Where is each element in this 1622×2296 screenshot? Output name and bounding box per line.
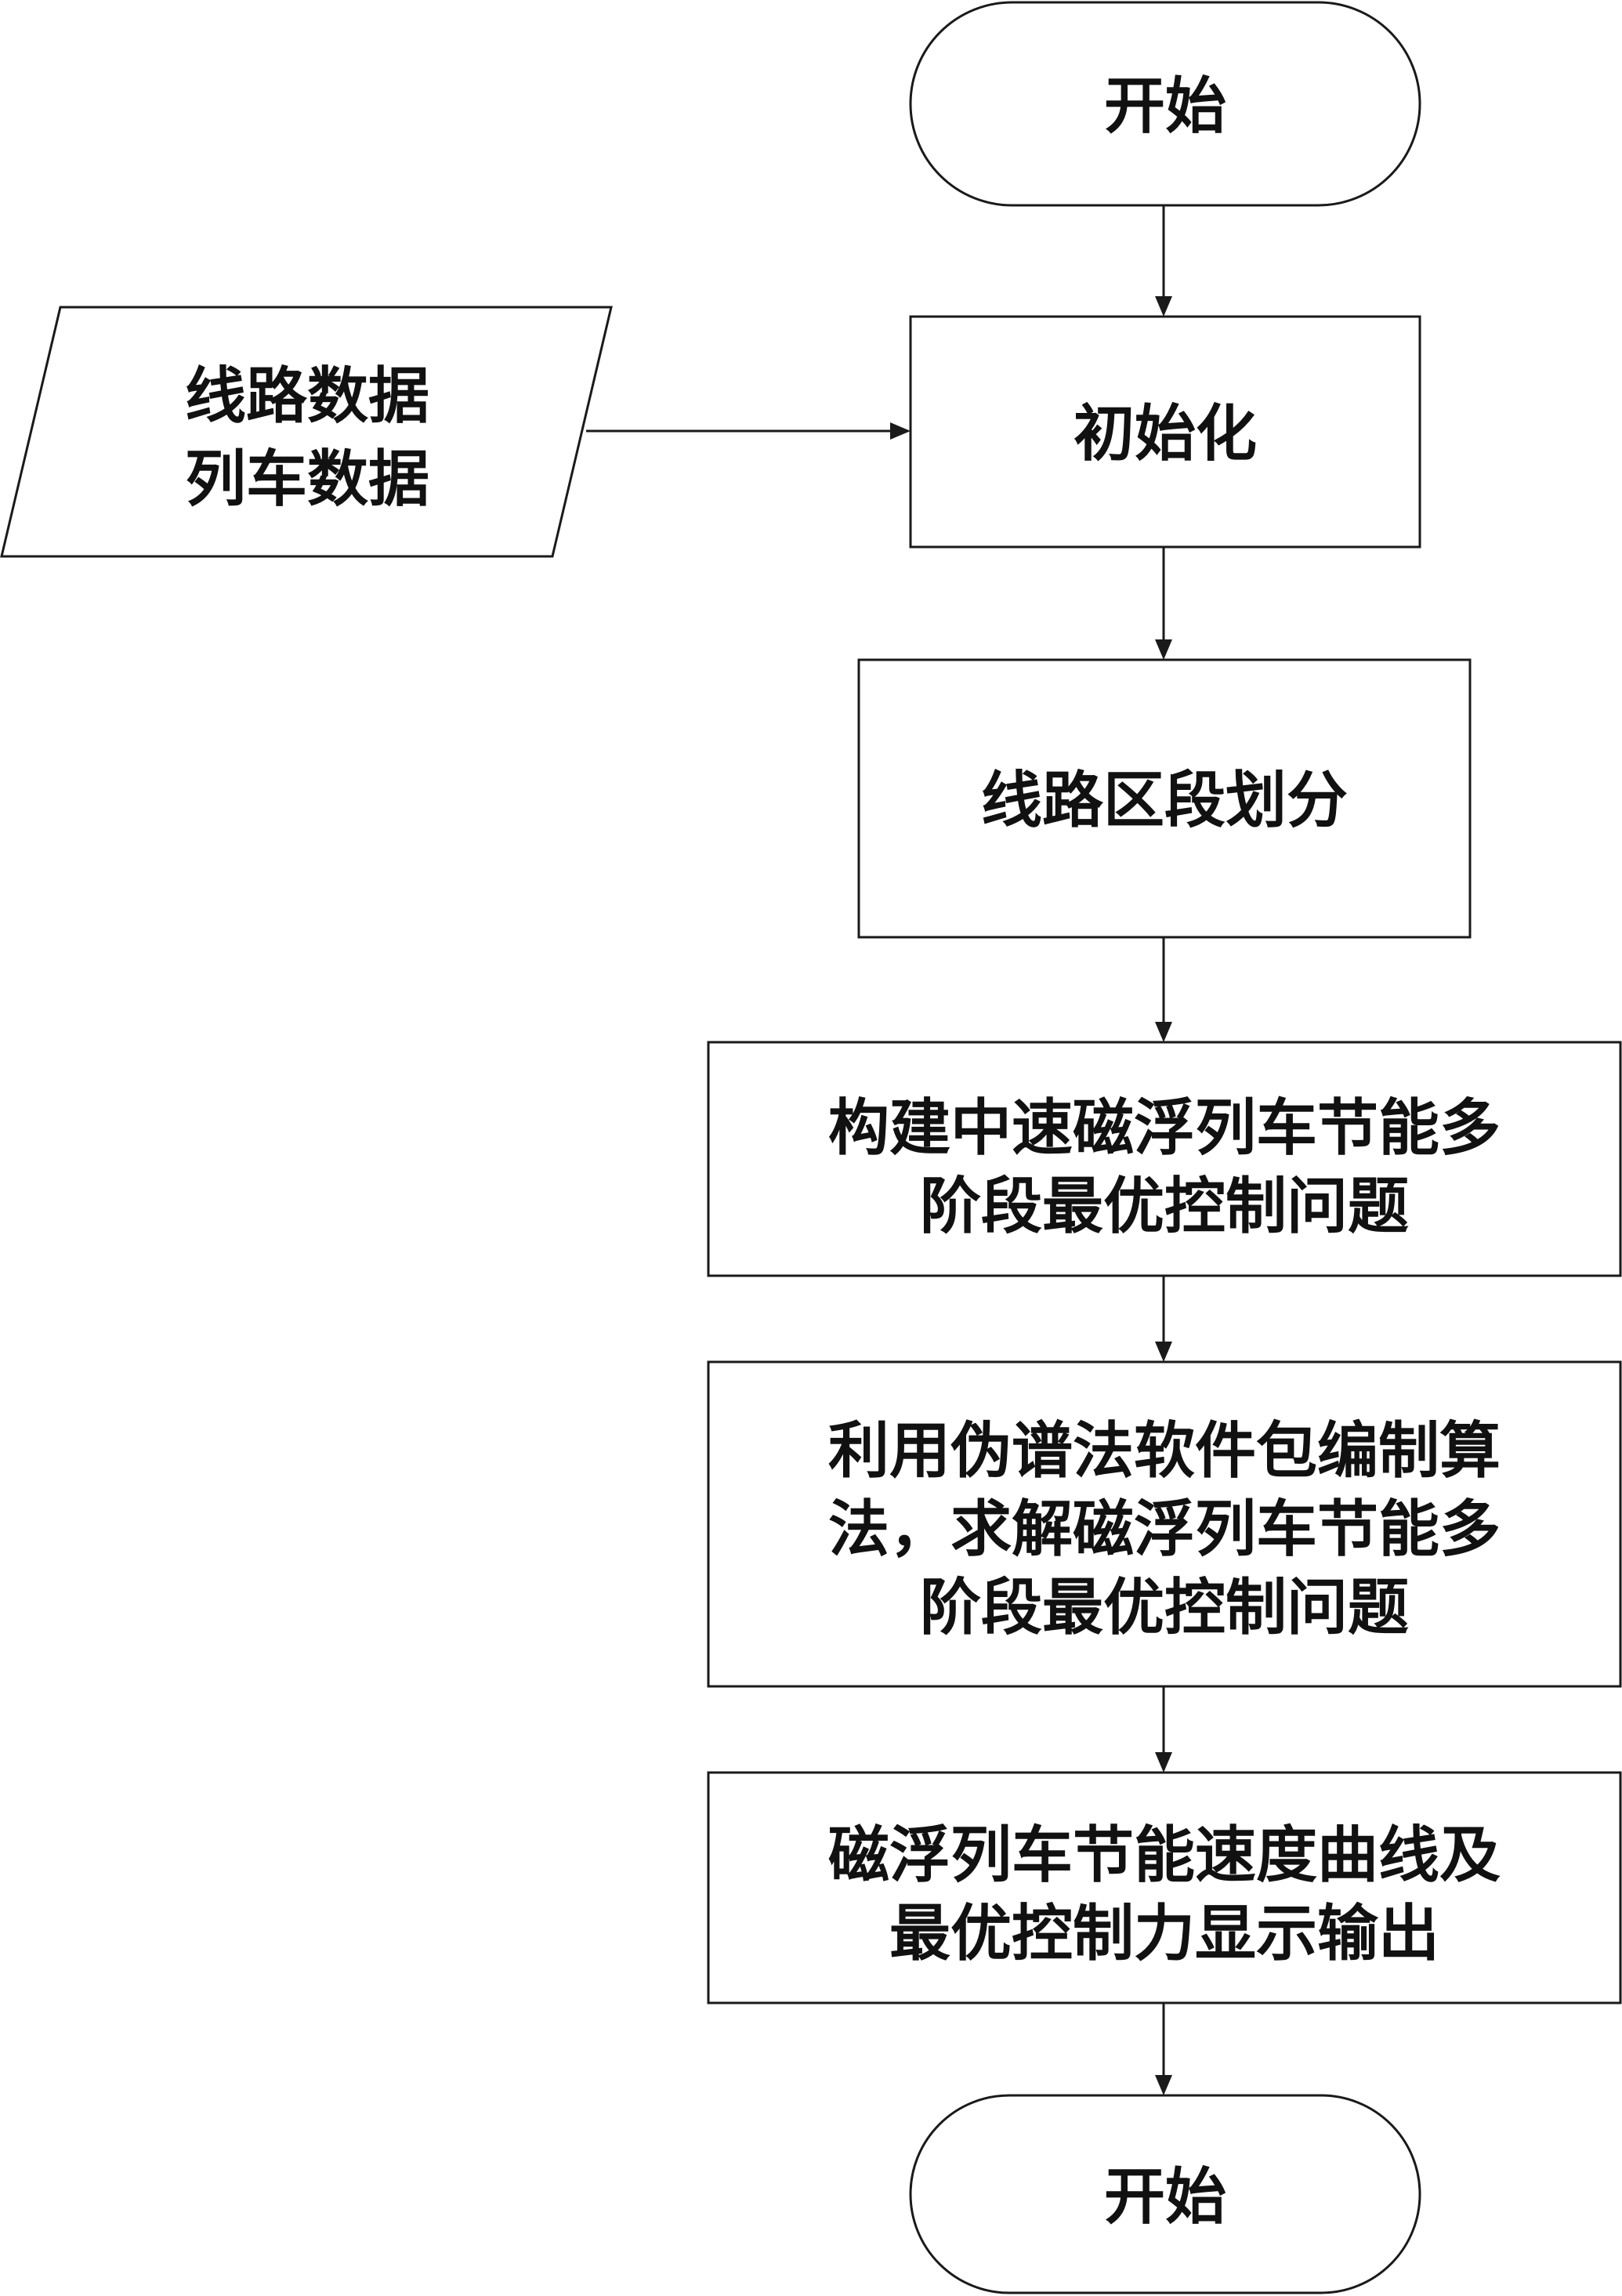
start-terminator: 开始 <box>909 1 1421 207</box>
start-label: 开始 <box>1104 71 1226 142</box>
edge-start-to-init <box>1155 205 1172 317</box>
edge-output-to-end <box>1155 2003 1172 2095</box>
input-label-line-1: 线路数据 <box>185 360 429 432</box>
solve-label-line-1: 利用伪谱法软件包编制算 <box>828 1415 1501 1487</box>
segment-process: 线路区段划分 <box>857 658 1472 939</box>
edge-input-to-init <box>586 422 911 440</box>
output-label-line-1: 磁浮列车节能速度曲线及 <box>828 1820 1501 1891</box>
edge-segment-to-build <box>1155 937 1172 1042</box>
segment-label: 线路区段划分 <box>981 765 1348 836</box>
init-process: 初始化 <box>909 315 1421 549</box>
build-label-line-2: 阶段最优控制问题 <box>920 1171 1409 1242</box>
solve-label-line-2: 法，求解磁浮列车节能多 <box>828 1494 1501 1565</box>
output-process: 磁浮列车节能速度曲线及 最优控制力显示输出 <box>707 1771 1622 2004</box>
solve-process: 利用伪谱法软件包编制算 法，求解磁浮列车节能多 阶段最优控制问题 <box>707 1360 1622 1688</box>
solve-label-line-3: 阶段最优控制问题 <box>920 1572 1409 1643</box>
end-terminator: 开始 <box>909 2094 1421 2294</box>
build-problem-process: 构建中速磁浮列车节能多 阶段最优控制问题 <box>707 1041 1622 1277</box>
input-data-node: 线路数据 列车数据 <box>0 306 613 558</box>
edge-init-to-segment <box>1155 547 1172 660</box>
edge-build-to-solve <box>1155 1276 1172 1362</box>
init-label: 初始化 <box>1073 398 1257 469</box>
build-label-line-1: 构建中速磁浮列车节能多 <box>828 1092 1501 1164</box>
end-label: 开始 <box>1104 2161 1226 2233</box>
input-label-line-2: 列车数据 <box>185 444 429 515</box>
edge-solve-to-output <box>1155 1686 1172 1773</box>
output-label-line-2: 最优控制力显示输出 <box>889 1898 1439 1969</box>
